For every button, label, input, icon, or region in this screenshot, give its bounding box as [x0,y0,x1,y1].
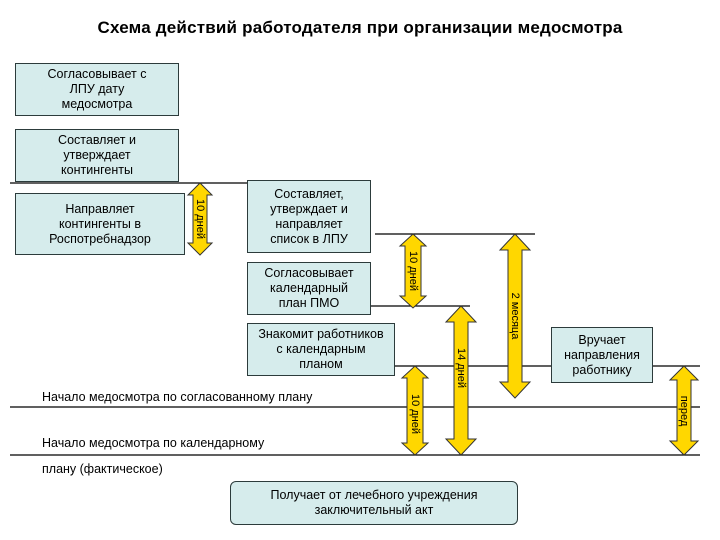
fourteen-days-label: 14 дней [455,347,467,389]
ten-days-arrow-1 [186,182,214,256]
ten-days-label-3: 10 дней [409,393,421,435]
start-calendar-cont-label: плану (фактическое) [42,462,163,476]
arrows [186,182,700,456]
fourteen-days-arrow [444,305,478,456]
ten-days-arrow-2 [398,233,428,309]
agree-date-box: Согласовывает с ЛПУ дату медосмотра [15,63,179,116]
before-label: перед [678,395,690,427]
ten-days-arrow-3 [400,365,430,456]
final-act-box: Получает от лечебного учреждения заключи… [230,481,518,525]
start-calendar-label: Начало медосмотра по календарному [42,436,265,450]
diagram-title: Схема действий работодателя при организа… [97,18,623,37]
agree-plan-box: Согласовывает календарный план ПМО [247,262,371,315]
referrals-box: Вручает направления работнику [551,327,653,383]
two-months-label: 2 месяца [509,292,521,340]
start-agreed-label: Начало медосмотра по согласованному план… [42,390,313,404]
two-months-arrow [498,233,532,399]
contingents-box: Составляет и утверждает контингенты [15,129,179,182]
familiarize-box: Знакомит работников с календарным планом [247,323,395,376]
ten-days-label-1: 10 дней [194,198,206,240]
send-contingents-box: Направляет контингенты в Роспотребнадзор [15,193,185,255]
ten-days-label-2: 10 дней [407,250,419,292]
before-arrow [668,365,700,456]
make-list-box: Составляет, утверждает и направляет спис… [247,180,371,253]
